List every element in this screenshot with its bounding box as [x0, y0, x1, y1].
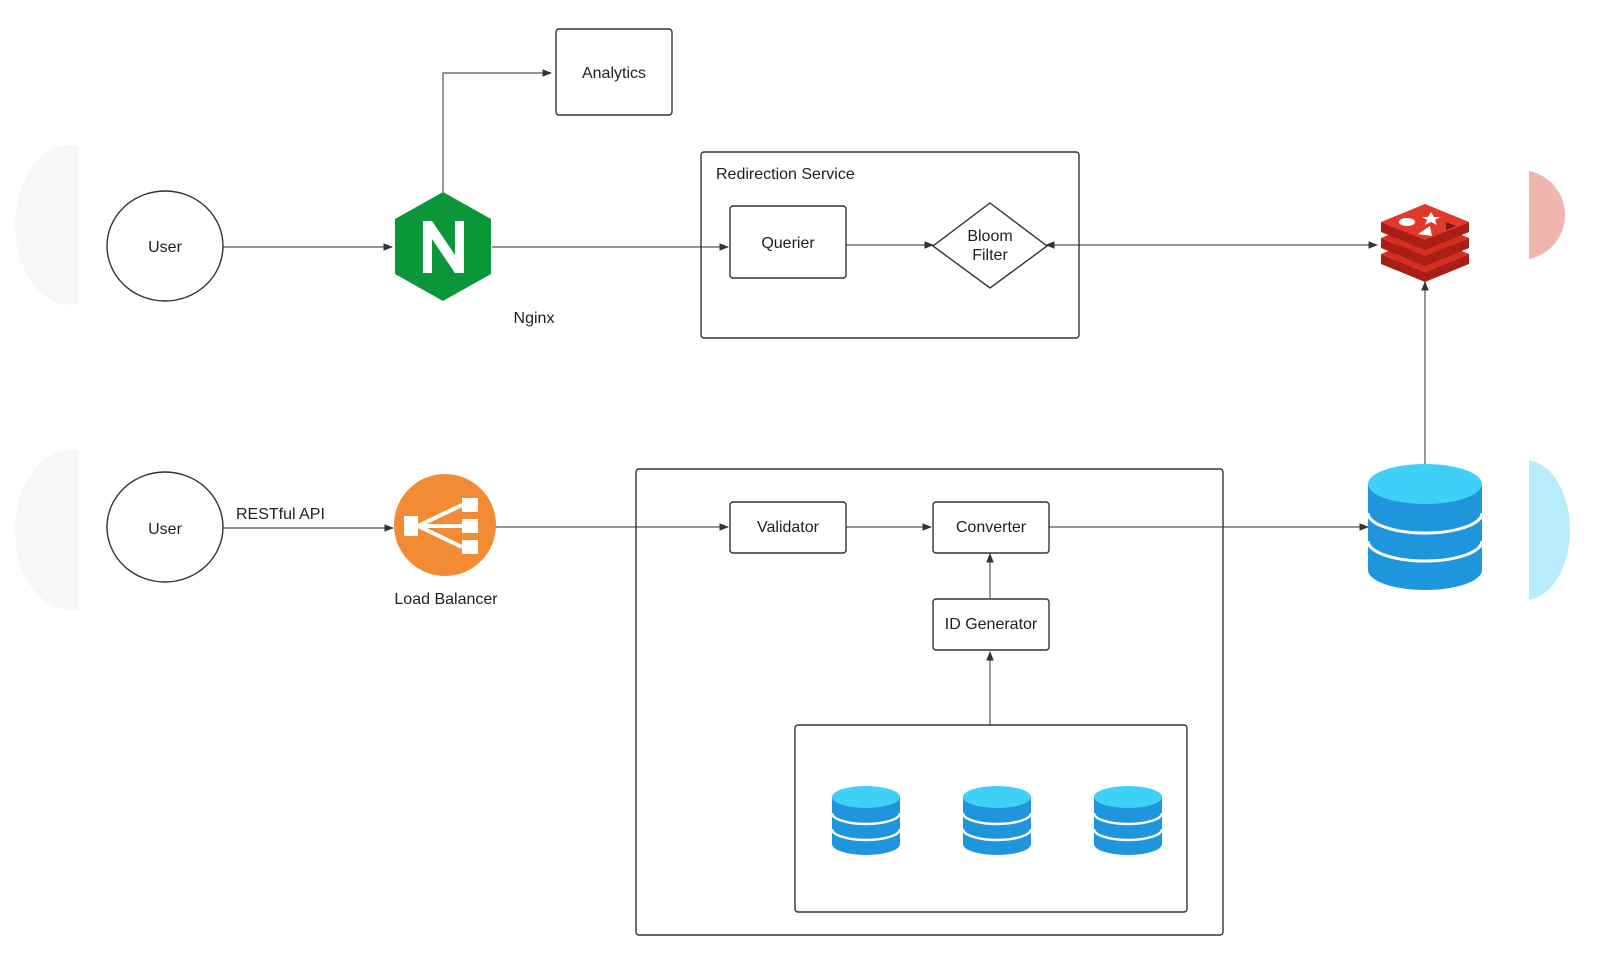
converter-label: Converter [955, 519, 1027, 536]
bloom-filter-label-2: Filter [972, 247, 1008, 264]
validator-box [729, 501, 847, 554]
load-balancer-icon [394, 474, 496, 576]
user-top-label: User [148, 239, 182, 256]
load-balancer-label: Load Balancer [394, 591, 498, 608]
id-db-pool-box [794, 724, 1188, 913]
edges-top [223, 69, 1429, 465]
id-generator-box [932, 598, 1050, 651]
analytics-box [555, 28, 673, 116]
user-bottom-node [106, 471, 224, 583]
edge-nginx-analytics [442, 69, 552, 192]
nginx-logo-icon [395, 192, 491, 301]
redirection-service-label: Redirection Service [716, 166, 855, 183]
nginx-label: Nginx [513, 310, 555, 327]
redis-icon [1381, 204, 1469, 282]
querier-box [729, 205, 847, 279]
redirection-service-box [700, 151, 1080, 339]
bloom-filter-diamond [931, 202, 1049, 289]
id-generator-label: ID Generator [944, 616, 1038, 633]
id-database-icon-2 [961, 786, 1033, 855]
write-service-box [635, 468, 1224, 936]
database-icon [1366, 464, 1484, 590]
converter-box [932, 501, 1050, 554]
querier-label: Querier [761, 235, 815, 252]
user-bottom-label: User [148, 521, 182, 538]
edges-bottom [223, 523, 1369, 725]
validator-label: Validator [757, 519, 819, 536]
analytics-label: Analytics [581, 65, 647, 82]
user-top-node [106, 190, 224, 302]
id-database-icon-1 [830, 786, 902, 855]
bloom-filter-label-1: Bloom [967, 228, 1013, 245]
id-database-icon-3 [1092, 786, 1164, 855]
restful-api-edge-label: RESTful API [236, 506, 325, 523]
